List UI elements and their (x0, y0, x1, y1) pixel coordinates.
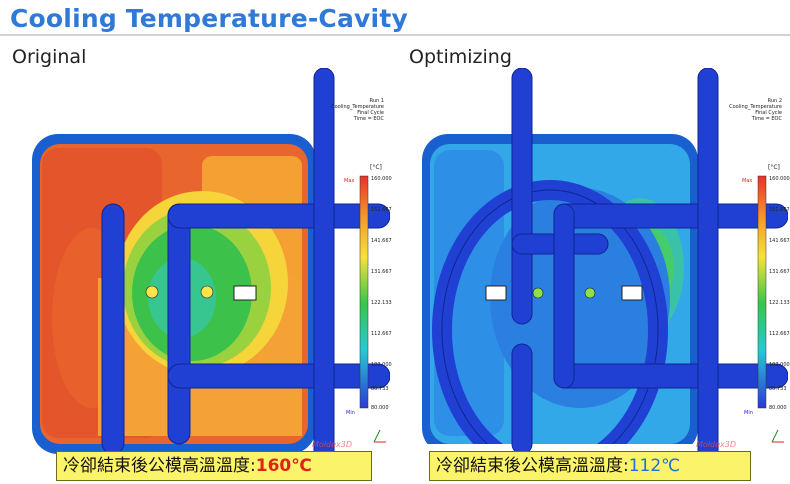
optimizing-panel: Run 2 Cooling_Temperature Final Cycle Ti… (400, 68, 790, 460)
original-caption: 冷卻結束後公模高溫溫度:160℃ (56, 451, 372, 481)
scale-tick: 131.667 (769, 269, 790, 275)
scale-tick: 131.667 (371, 269, 392, 275)
scale-min-label: Min (346, 410, 355, 416)
scale-max-label: Max (742, 178, 753, 184)
scale-tick: 160.000 (769, 176, 790, 182)
optimizing-simulation-image (400, 68, 788, 460)
scale-tick: 80.733 (371, 386, 389, 392)
caption-text: 冷卻結束後公模高溫溫度: (436, 456, 629, 476)
scale-tick: 122.133 (371, 300, 392, 306)
scale-tick: 112.667 (371, 331, 392, 337)
color-scale (757, 175, 767, 409)
title-divider (0, 34, 790, 36)
original-label: Original (12, 46, 87, 68)
scale-tick: 80.733 (769, 386, 787, 392)
scale-max-label: Max (344, 178, 355, 184)
scale-tick: 103.000 (769, 362, 790, 368)
run-info: Run 2 Cooling_Temperature Final Cycle Ti… (729, 98, 782, 122)
scale-unit: [°C] (768, 164, 780, 171)
scale-tick: 151.667 (371, 207, 392, 213)
original-panel: Run 1 Cooling_Temperature Final Cycle Ti… (2, 68, 392, 460)
scale-tick: 112.667 (769, 331, 790, 337)
caption-text: 冷卻結束後公模高溫溫度: (63, 456, 256, 476)
color-scale (359, 175, 369, 409)
caption-value: 112℃ (628, 456, 681, 476)
scale-tick: 151.667 (769, 207, 790, 213)
run-info: Run 1 Cooling_Temperature Final Cycle Ti… (331, 98, 384, 122)
original-simulation-image (32, 68, 390, 460)
caption-value: 160℃ (255, 456, 312, 476)
page-title: Cooling Temperature-Cavity (10, 4, 408, 33)
moldex3d-logo: Moldex3D (312, 440, 353, 449)
scale-min-label: Min (744, 410, 753, 416)
scale-unit: [°C] (370, 164, 382, 171)
scale-tick: 141.667 (769, 238, 790, 244)
moldex3d-logo: Moldex3D (696, 440, 737, 449)
cooling-channel (101, 203, 125, 455)
scale-tick: 103.000 (371, 362, 392, 368)
optimizing-label: Optimizing (409, 46, 512, 68)
scale-tick: 141.667 (371, 238, 392, 244)
optimizing-caption: 冷卻結束後公模高溫溫度:112℃ (429, 451, 751, 481)
scale-tick: 160.000 (371, 176, 392, 182)
scale-tick: 122.133 (769, 300, 790, 306)
scale-tick: 80.000 (769, 405, 787, 411)
scale-tick: 80.000 (371, 405, 389, 411)
